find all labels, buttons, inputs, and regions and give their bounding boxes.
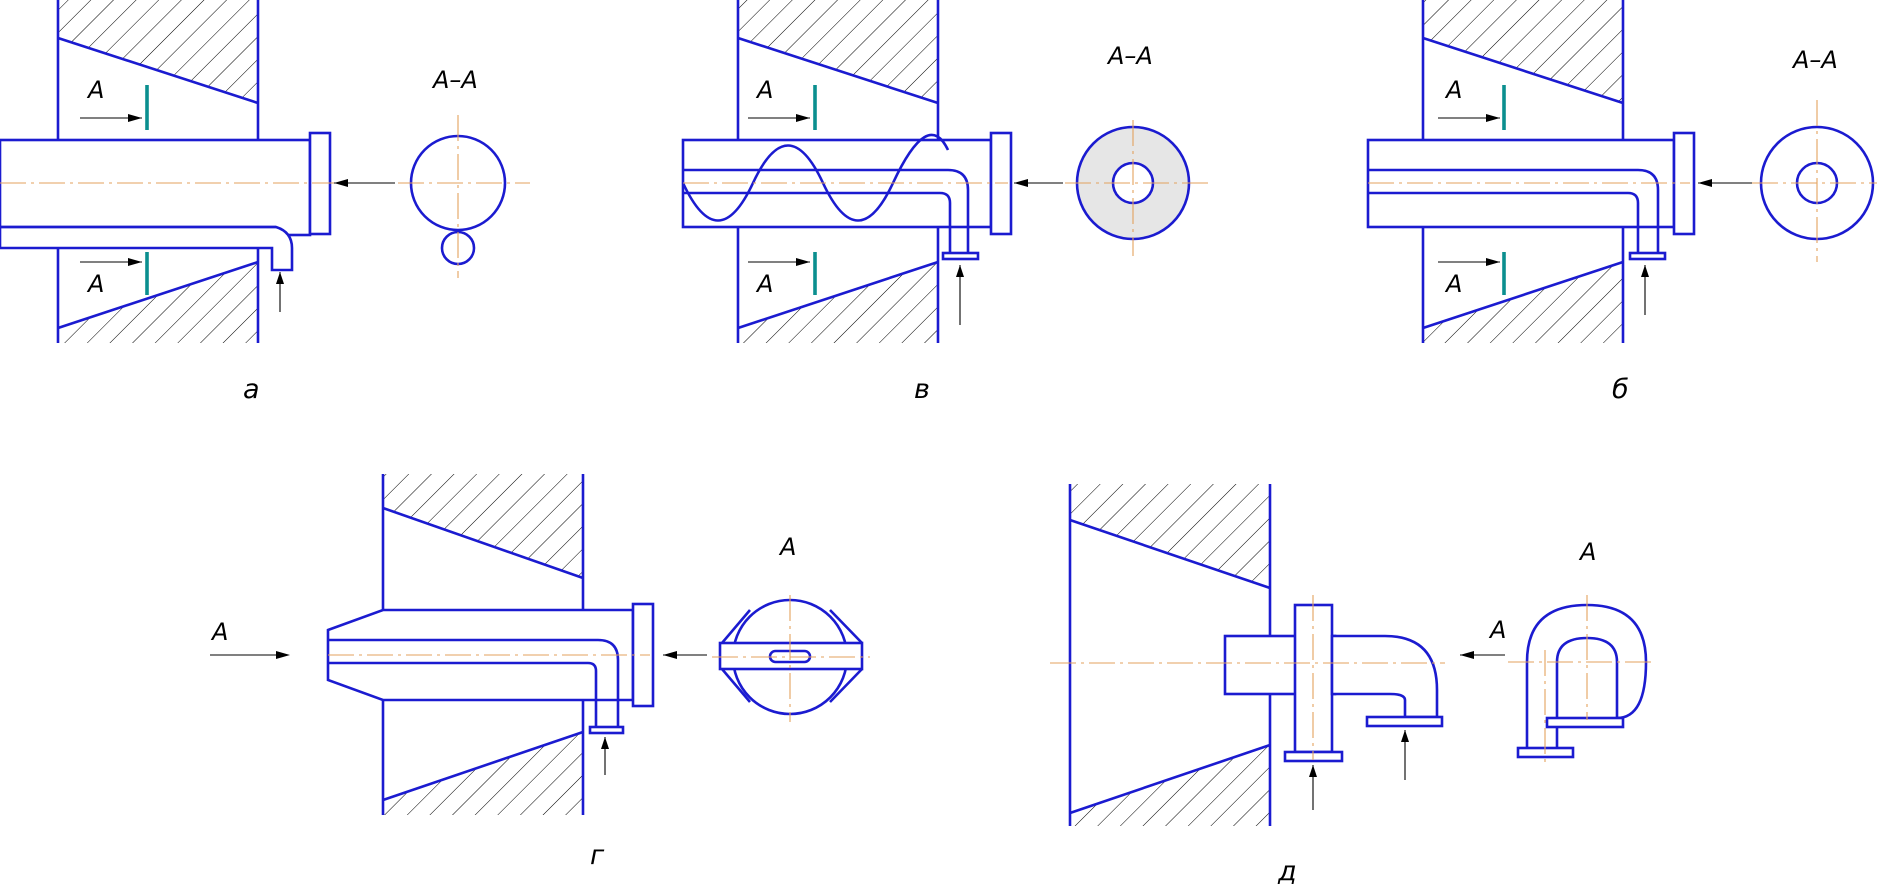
figure-b: A A A–A б xyxy=(1366,0,1877,405)
tube-flange xyxy=(588,725,625,735)
cut-label: A xyxy=(755,270,773,298)
tube-flange xyxy=(941,251,980,261)
figure-d: A A д xyxy=(1050,484,1655,887)
feed-tube xyxy=(0,225,294,272)
view-label: A xyxy=(778,533,796,561)
figure-caption: а xyxy=(243,374,260,405)
arrow-label: A xyxy=(1488,616,1506,644)
wall-hatch-bottom xyxy=(383,732,583,815)
view-slot xyxy=(718,641,864,671)
view-outer-arc xyxy=(1525,603,1648,748)
section-label: A–A xyxy=(1791,46,1838,74)
figure-caption: д xyxy=(1277,856,1297,887)
cut-label: A xyxy=(86,270,104,298)
wall-hatch-top xyxy=(1423,0,1623,103)
wall-hatch-top xyxy=(738,0,938,103)
figure-caption: в xyxy=(914,374,930,405)
cut-label: A xyxy=(755,76,773,104)
figure-a: A A A–A а xyxy=(0,0,530,405)
wall-hatch-top xyxy=(58,0,258,103)
wall-hatch-bottom xyxy=(58,262,258,343)
section-label: A–A xyxy=(1106,42,1153,70)
figure-caption: г xyxy=(590,840,605,871)
wall-hatch-bottom xyxy=(1423,262,1623,343)
wall-hatch-top xyxy=(1070,484,1270,588)
view-flange-right xyxy=(1545,716,1625,729)
elbow xyxy=(1330,634,1439,719)
figure-g: A A г xyxy=(210,474,870,871)
wall-hatch-top xyxy=(383,474,583,578)
cut-label: A xyxy=(1444,76,1462,104)
elbow-flange xyxy=(1365,715,1444,728)
tube-flange xyxy=(1628,251,1667,261)
figure-caption: б xyxy=(1612,374,1629,405)
wall-hatch-bottom xyxy=(738,262,938,343)
section-label: A–A xyxy=(431,66,478,94)
cut-label: A xyxy=(86,76,104,104)
view-label: A xyxy=(1578,538,1596,566)
wall-hatch-bottom xyxy=(1070,745,1270,826)
arrow-label: A xyxy=(210,618,228,646)
main-pipe xyxy=(0,138,312,237)
figure-v: A A A–A в xyxy=(681,0,1212,405)
cut-label: A xyxy=(1444,270,1462,298)
